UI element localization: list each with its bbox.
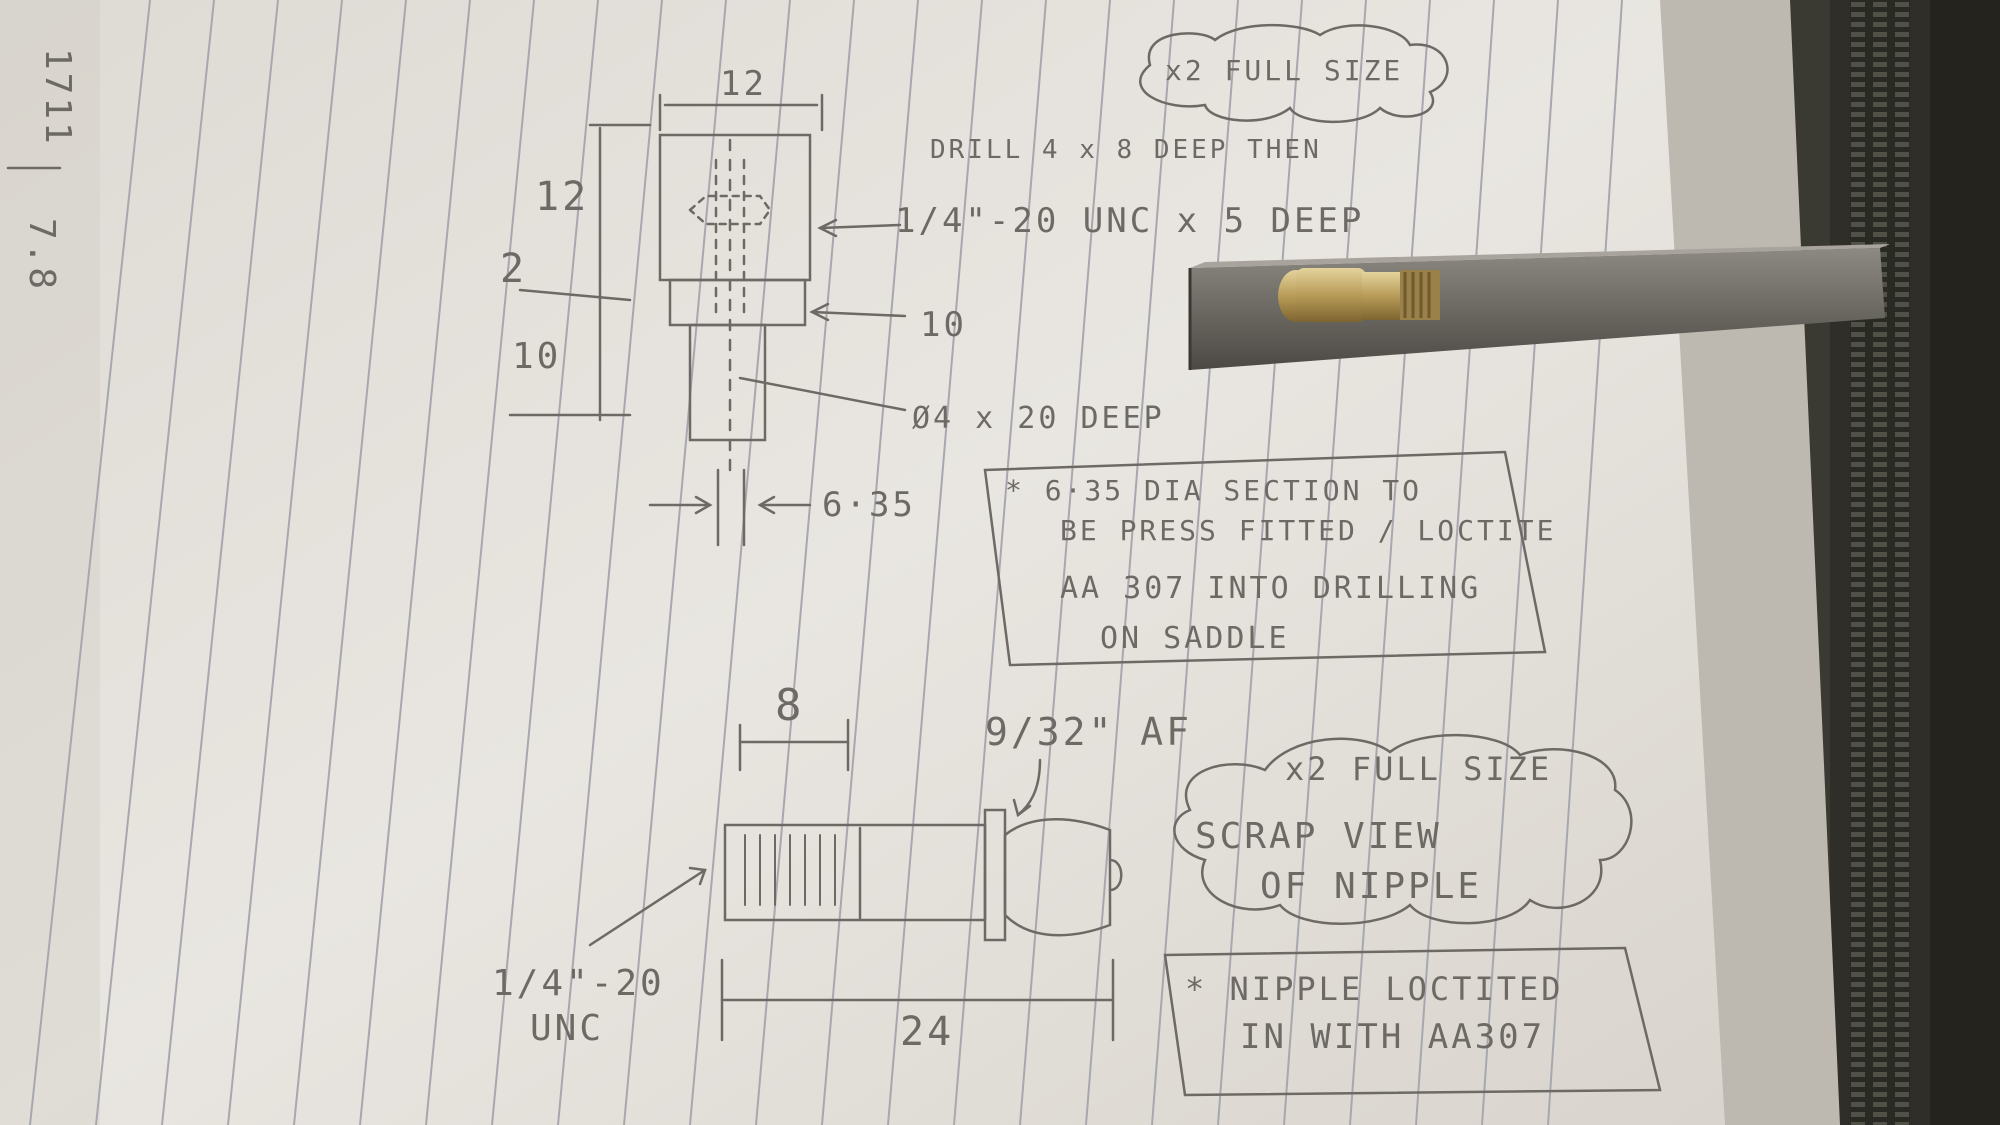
ruled-line	[1019, 0, 1111, 1125]
dim-height-12: 12	[535, 174, 589, 220]
ruled-line	[1085, 0, 1175, 1125]
ruled-line	[29, 0, 151, 1125]
cloud-scrap-line1: x2 FULL SIZE	[1285, 750, 1552, 788]
ruled-line	[821, 0, 919, 1125]
margin-note-bottom: 7.8	[21, 218, 62, 292]
note-drill: DRILL 4 x 8 DEEP THEN	[930, 135, 1322, 165]
cloud-scrap-view	[1173, 733, 1633, 925]
ruled-line	[689, 0, 791, 1125]
grease-nipple-photo	[1278, 268, 1440, 322]
ruled-line	[359, 0, 471, 1125]
ruled-line	[425, 0, 535, 1125]
dim-shank-10: 10	[512, 336, 561, 377]
margin-note-top: 1711	[37, 48, 78, 147]
dim-shoulder-10: 10	[920, 305, 967, 345]
ruled-line	[1151, 0, 1239, 1125]
pencil-drawing: 1711 7.8 12 12 2 10 10 DRILL 4 x 8 DEEP …	[6, 23, 1662, 1097]
box-note-2-line2: IN WITH AA307	[1240, 1017, 1545, 1057]
ruled-lines	[29, 0, 1623, 1125]
box-note-1-line2: BE PRESS FITTED / LOCTITE	[1060, 514, 1556, 547]
ruled-line	[1415, 0, 1495, 1125]
paper-sheet	[0, 0, 1725, 1125]
ruled-line	[1547, 0, 1623, 1125]
ruled-line	[491, 0, 599, 1125]
box-note-1-line1: * 6·35 DIA SECTION TO	[1005, 474, 1422, 507]
ruled-line	[161, 0, 279, 1125]
ruled-line	[887, 0, 983, 1125]
ruled-line	[953, 0, 1047, 1125]
box-note-2	[1163, 946, 1662, 1097]
cloud-scrap-line3: OF NIPPLE	[1260, 866, 1482, 907]
ruled-line	[557, 0, 663, 1125]
upper-part-outline	[658, 133, 812, 472]
ruled-line	[1217, 0, 1303, 1125]
box-note-1-line3: AA 307 INTO DRILLING	[1060, 571, 1481, 606]
dim-overall-24: 24	[900, 1009, 954, 1055]
cloud-scale-text: x2 FULL SIZE	[1165, 54, 1403, 87]
cloud-scale-top	[1139, 23, 1449, 124]
thread-spec-line2: UNC	[530, 1008, 604, 1049]
ruled-line	[1481, 0, 1559, 1125]
ruled-line	[1283, 0, 1367, 1125]
note-thread: 1/4"-20 UNC x 5 DEEP	[895, 201, 1364, 241]
dim-hex-af: 9/32" AF	[985, 710, 1192, 754]
ruled-line	[1349, 0, 1431, 1125]
ruled-line	[227, 0, 343, 1125]
cloud-scrap-line2: SCRAP VIEW	[1195, 816, 1442, 857]
box-note-1-line4: ON SADDLE	[1100, 621, 1290, 656]
dim-step-2: 2	[500, 246, 527, 292]
dim-dia-635: 6·35	[822, 485, 916, 525]
ruled-line	[755, 0, 855, 1125]
dim-thread-len-8: 8	[775, 680, 805, 731]
nipple-outline	[723, 808, 1123, 942]
dim-width-12: 12	[720, 64, 767, 104]
note-bore: Ø4 x 20 DEEP	[912, 401, 1165, 436]
ruled-line	[95, 0, 215, 1125]
thread-spec-line1: 1/4"-20	[492, 963, 665, 1004]
box-note-2-line1: * NIPPLE LOCTITED	[1185, 970, 1564, 1008]
ruled-line	[293, 0, 407, 1125]
ruled-line	[623, 0, 727, 1125]
box-note-1	[983, 450, 1547, 667]
